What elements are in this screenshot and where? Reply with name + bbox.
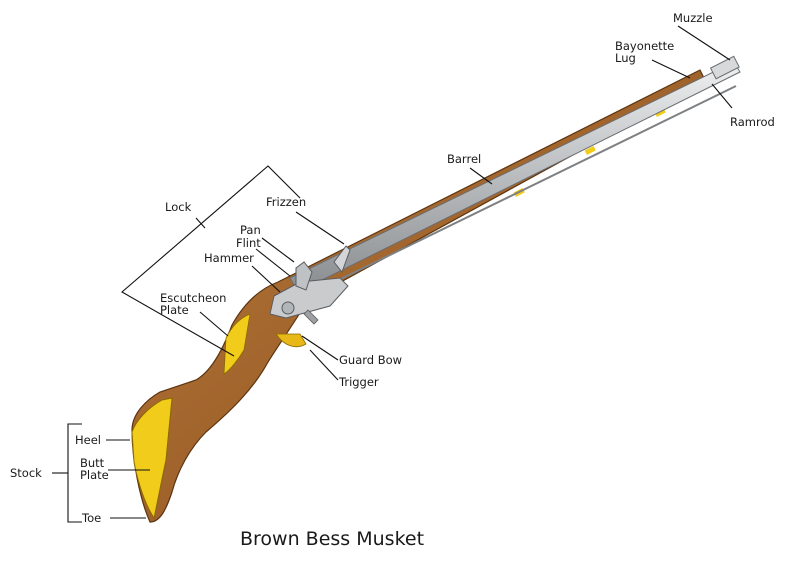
label-guard-bow: Guard Bow (339, 353, 402, 367)
label-bayonette-lug-2: Lug (615, 51, 636, 65)
label-trigger: Trigger (338, 375, 379, 389)
label-heel: Heel (75, 433, 101, 447)
barrel-shape (290, 62, 740, 292)
ramrod-shape (306, 86, 736, 296)
label-ramrod: Ramrod (730, 115, 775, 129)
label-escutcheon-plate: Plate (160, 303, 189, 317)
label-pan: Pan (240, 223, 261, 237)
label-flint: Flint (236, 236, 261, 250)
label-frizzen: Frizzen (266, 195, 306, 209)
label-stock: Stock (10, 466, 42, 480)
label-butt-plate-2: Plate (80, 468, 109, 482)
label-muzzle: Muzzle (673, 11, 713, 25)
label-barrel: Barrel (447, 152, 481, 166)
label-hammer: Hammer (204, 251, 254, 265)
label-lock: Lock (165, 200, 192, 214)
label-toe: Toe (81, 511, 101, 525)
diagram-title: Brown Bess Musket (240, 528, 424, 550)
